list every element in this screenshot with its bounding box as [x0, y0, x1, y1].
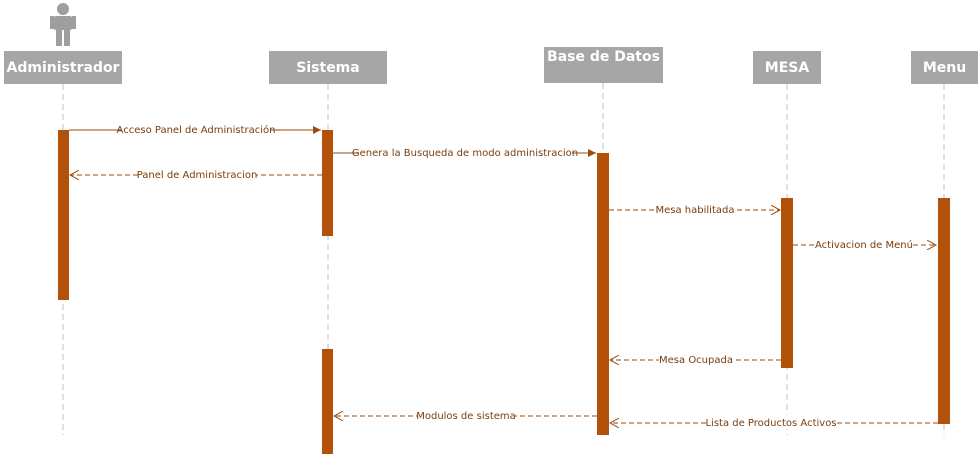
participant-label: Menu	[922, 59, 967, 76]
participant-label: Base de Datos	[547, 49, 660, 65]
message-label: Panel de Administracion	[137, 170, 258, 181]
message-label: Acceso Panel de Administración	[117, 124, 276, 136]
activation-menu	[938, 198, 950, 424]
participant-label: Sistema	[296, 59, 360, 76]
message-label: Activacion de Menú	[815, 239, 913, 251]
activation-administrador	[58, 130, 69, 300]
message-label: Modulos de sistema	[416, 411, 516, 422]
participant-label: MESA	[764, 59, 810, 76]
message-label: Lista de Productos Activos	[705, 418, 836, 429]
participant-administrador: Administrador	[4, 51, 122, 84]
participant-base-de-datos: Base de Datos	[544, 47, 663, 83]
participant-sistema: Sistema	[269, 51, 387, 84]
participant-mesa: MESA	[753, 51, 821, 84]
message-label: Genera la Busqueda de modo administracio…	[352, 148, 578, 159]
participant-label: Administrador	[6, 59, 120, 76]
activation-mesa	[781, 198, 793, 368]
activation-sistema-1	[322, 130, 333, 236]
actor-figure-icon	[50, 3, 76, 46]
message-label: Mesa habilitada	[656, 205, 735, 216]
activation-base-de-datos	[597, 153, 609, 435]
message-label: Mesa Ocupada	[659, 355, 733, 366]
activation-sistema-2	[322, 349, 333, 454]
participant-menu: Menu	[911, 51, 978, 84]
